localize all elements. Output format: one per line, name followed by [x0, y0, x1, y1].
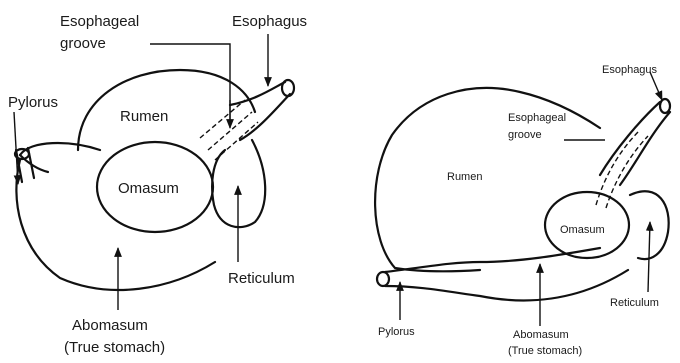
- right-rumen-shape: [375, 88, 600, 271]
- right-label-esophageal-groove-1: Esophageal: [508, 112, 566, 124]
- right-label-omasum: Omasum: [560, 224, 605, 236]
- right-label-pylorus: Pylorus: [378, 326, 415, 338]
- right-label-esophagus: Esophagus: [602, 64, 658, 76]
- right-stomach-diagram: Esophagus Esophageal groove Rumen Omasum…: [375, 64, 670, 357]
- left-label-pylorus: Pylorus: [8, 94, 58, 111]
- left-label-omasum: Omasum: [118, 180, 179, 197]
- left-label-esophageal-groove-2: groove: [60, 35, 106, 52]
- left-label-abomasum-2: (True stomach): [64, 339, 165, 356]
- right-label-esophageal-groove-2: groove: [508, 129, 542, 141]
- left-label-esophagus: Esophagus: [232, 13, 307, 30]
- left-stomach-diagram: Esophageal groove Esophagus Pylorus Rume…: [8, 13, 307, 356]
- left-label-abomasum-1: Abomasum: [72, 317, 148, 334]
- left-esophageal-groove: [200, 100, 258, 160]
- left-esophagus-shape: [230, 82, 290, 140]
- left-label-reticulum: Reticulum: [228, 270, 295, 287]
- right-abomasum-shape: [385, 248, 628, 300]
- right-label-abomasum-1: Abomasum: [513, 329, 569, 341]
- right-label-abomasum-2: (True stomach): [508, 345, 582, 357]
- left-label-esophageal-groove-1: Esophageal: [60, 13, 139, 30]
- right-label-rumen: Rumen: [447, 171, 482, 183]
- right-label-reticulum: Reticulum: [610, 297, 659, 309]
- left-label-rumen: Rumen: [120, 108, 168, 125]
- left-abomasum-shape: [16, 143, 215, 290]
- right-esophagus-shape: [600, 102, 670, 185]
